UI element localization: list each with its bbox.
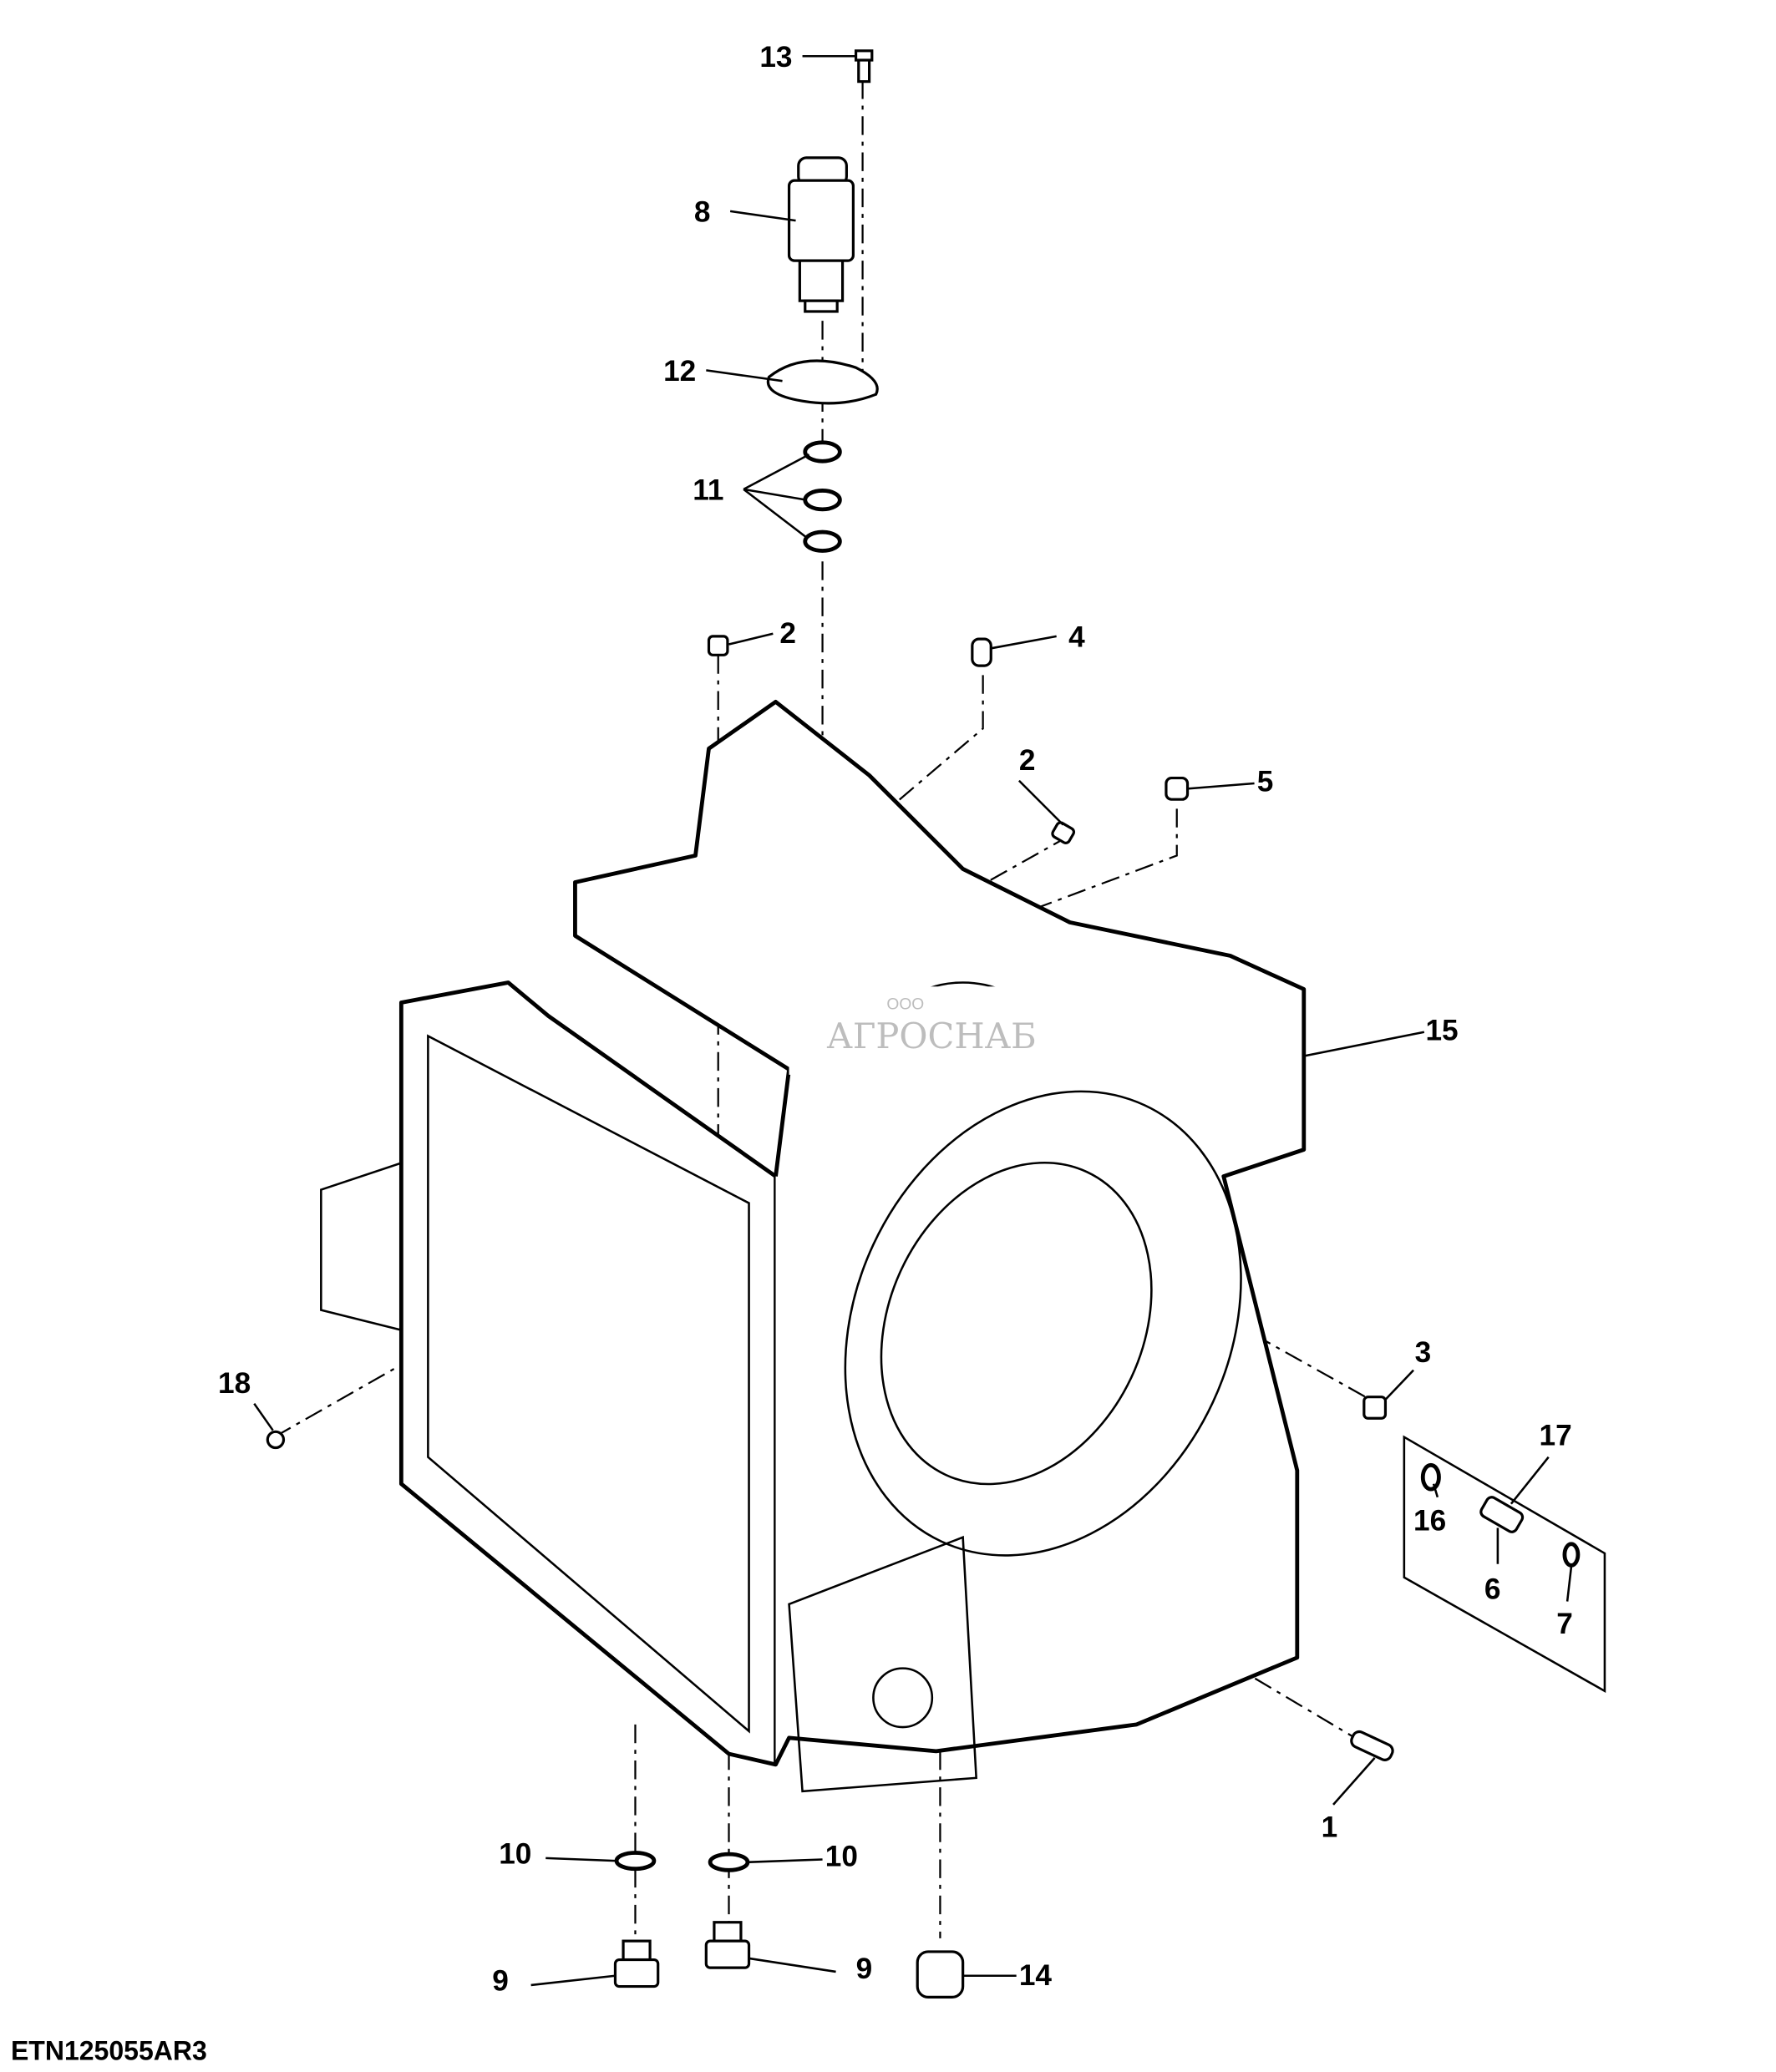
callout-2: 2 xyxy=(779,617,796,650)
part-8-solenoid-valve[interactable] xyxy=(787,156,855,313)
callout-16: 16 xyxy=(1413,1505,1446,1538)
part-5-plug[interactable] xyxy=(1165,776,1190,801)
callout-10: 10 xyxy=(499,1837,531,1870)
part-16-o-ring[interactable] xyxy=(1420,1462,1441,1492)
callout-9: 9 xyxy=(856,1953,873,1985)
part-4-dowel[interactable] xyxy=(971,637,992,667)
leader-lines xyxy=(253,54,1573,1987)
part-15-transmission-housing[interactable] xyxy=(320,699,1314,1793)
callout-14: 14 xyxy=(1019,1959,1053,1992)
part-3-plug[interactable] xyxy=(1362,1396,1388,1420)
callout-2: 2 xyxy=(1019,744,1036,777)
part-2-plug[interactable] xyxy=(1051,821,1076,844)
callout-10: 10 xyxy=(825,1841,858,1873)
part-1-pin[interactable] xyxy=(1349,1730,1395,1762)
part-7-o-ring[interactable] xyxy=(1562,1542,1581,1568)
part-14-cap[interactable] xyxy=(916,1950,965,1999)
part-6-fitting[interactable] xyxy=(1479,1495,1525,1533)
svg-text:ООО: ООО xyxy=(886,995,924,1013)
part-11-o-rings[interactable] xyxy=(803,440,842,553)
part-13-screw[interactable] xyxy=(854,49,874,84)
callout-9: 9 xyxy=(492,1964,509,1997)
agrosnab-watermark-logo: ООО АГРОСНАБ xyxy=(789,986,1043,1075)
callout-6: 6 xyxy=(1484,1573,1501,1605)
part-10-seal[interactable] xyxy=(614,1851,657,1872)
callout-5: 5 xyxy=(1257,766,1274,798)
svg-text:АГРОСНАБ: АГРОСНАБ xyxy=(826,1016,1036,1056)
part-18-plug[interactable] xyxy=(266,1430,286,1450)
callout-1: 1 xyxy=(1322,1811,1338,1843)
callout-18: 18 xyxy=(218,1367,251,1400)
callout-13: 13 xyxy=(759,41,792,73)
callout-17: 17 xyxy=(1540,1419,1572,1451)
part-12-gasket-plate[interactable] xyxy=(766,359,879,405)
figure-id: ETN125055AR3 xyxy=(11,2036,207,2066)
part-17-kit-frame xyxy=(1403,1435,1606,1694)
callout-3: 3 xyxy=(1415,1336,1432,1369)
callout-4: 4 xyxy=(1068,621,1085,654)
part-10-seal[interactable] xyxy=(708,1852,750,1872)
part-9-drain-plug[interactable] xyxy=(704,1921,751,1969)
part-2-plug[interactable] xyxy=(707,635,729,656)
callout-15: 15 xyxy=(1425,1014,1458,1046)
callout-11: 11 xyxy=(693,474,723,507)
callout-7: 7 xyxy=(1556,1608,1573,1640)
part-9-drain-plug[interactable] xyxy=(613,1939,660,1988)
callout-8: 8 xyxy=(694,196,711,229)
callout-12: 12 xyxy=(663,355,696,388)
